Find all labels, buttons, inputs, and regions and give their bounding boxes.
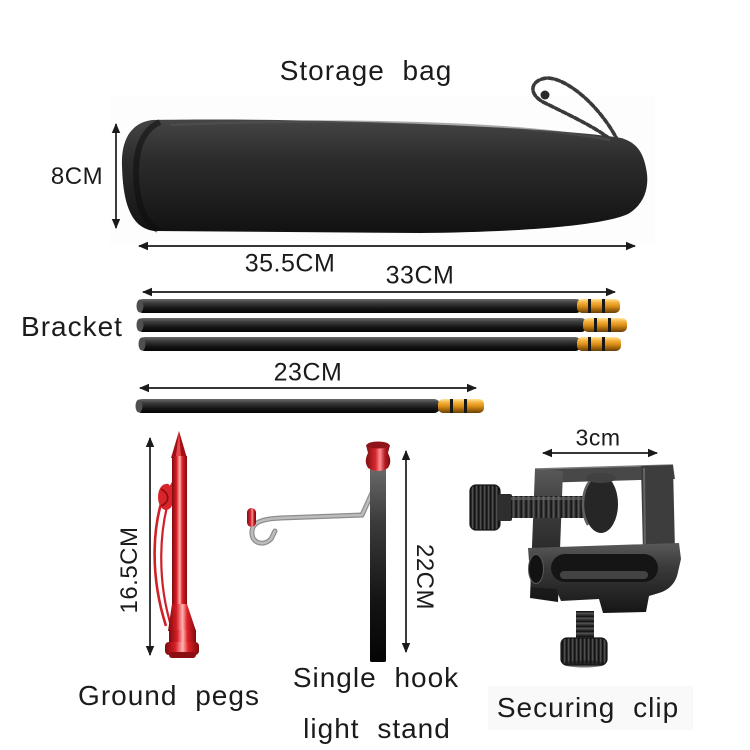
hook-tip-cap <box>247 508 256 527</box>
long-pole-length-label: 33CM <box>385 261 455 290</box>
dimension-arrows <box>111 123 658 656</box>
peg-base <box>169 630 196 643</box>
clip-top-highlight <box>534 464 674 470</box>
clip-side-collar <box>498 494 512 521</box>
bag-cord-toggle <box>540 90 550 100</box>
bag-height-label: 8CM <box>50 163 104 190</box>
clip-side-hole <box>528 554 544 584</box>
clip-right-wall-highlight <box>643 467 646 552</box>
peg-shaft <box>172 456 187 606</box>
securing-clip-photo <box>469 464 681 668</box>
clip-side-knob <box>469 484 501 531</box>
bracket-pole-3 <box>138 337 621 351</box>
peg-base-bottom <box>169 652 196 658</box>
bracket-pole-1 <box>136 299 620 313</box>
short-pole-length-label: 23CM <box>273 358 343 387</box>
clip-slot-sheen <box>560 571 648 579</box>
hook-wire-shadow <box>249 479 380 546</box>
peg-cord-knot <box>158 484 174 510</box>
clip-disc-top <box>586 473 616 483</box>
peg-tip-highlight <box>176 431 181 456</box>
light-stand-label-line2: light stand <box>303 713 451 744</box>
bracket-pole-2 <box>136 318 627 332</box>
stand-pole-bottom <box>370 657 386 662</box>
peg-base-lip <box>165 642 199 655</box>
light-stand-label-line1: Single hook <box>292 662 460 693</box>
bracket-poles-photo <box>135 299 627 413</box>
ground-peg-photo <box>153 431 199 658</box>
peg-length-label: 16.5CM <box>116 526 143 614</box>
bracket-short-pole <box>135 399 484 413</box>
hook-wire <box>250 480 379 545</box>
peg-knot-shadow <box>160 488 169 507</box>
stand-height-label: 22CM <box>411 543 438 611</box>
clip-disc-highlight <box>581 480 592 526</box>
light-stand-photo <box>247 441 391 662</box>
clip-right-wall <box>641 465 675 553</box>
clip-width-label: 3cm <box>575 424 621 451</box>
clip-label-patch <box>488 686 693 730</box>
clip-pressure-disc <box>584 475 618 533</box>
bag-length-label: 35.5CM <box>244 249 336 278</box>
stand-pole <box>370 466 386 662</box>
clip-rod-sheen <box>511 497 588 500</box>
storage-bag-label: Storage bag <box>279 55 453 86</box>
peg-flare <box>168 604 196 631</box>
storage-bag-photo <box>121 76 648 233</box>
clip-bottom-rod <box>576 611 594 640</box>
bag-endcap-shade <box>132 119 162 233</box>
clip-screw-rod <box>511 496 588 518</box>
stand-knob <box>365 442 391 471</box>
stand-knob-top <box>367 441 389 449</box>
bag-drawstring-cord <box>531 76 620 146</box>
bracket-label: Bracket <box>21 311 123 342</box>
clip-knob-shade <box>563 660 605 668</box>
bag-top-sheen <box>169 120 611 142</box>
bag-body <box>121 119 648 233</box>
ground-pegs-label: Ground pegs <box>78 680 260 711</box>
securing-clip-label: Securing clip <box>496 692 680 723</box>
